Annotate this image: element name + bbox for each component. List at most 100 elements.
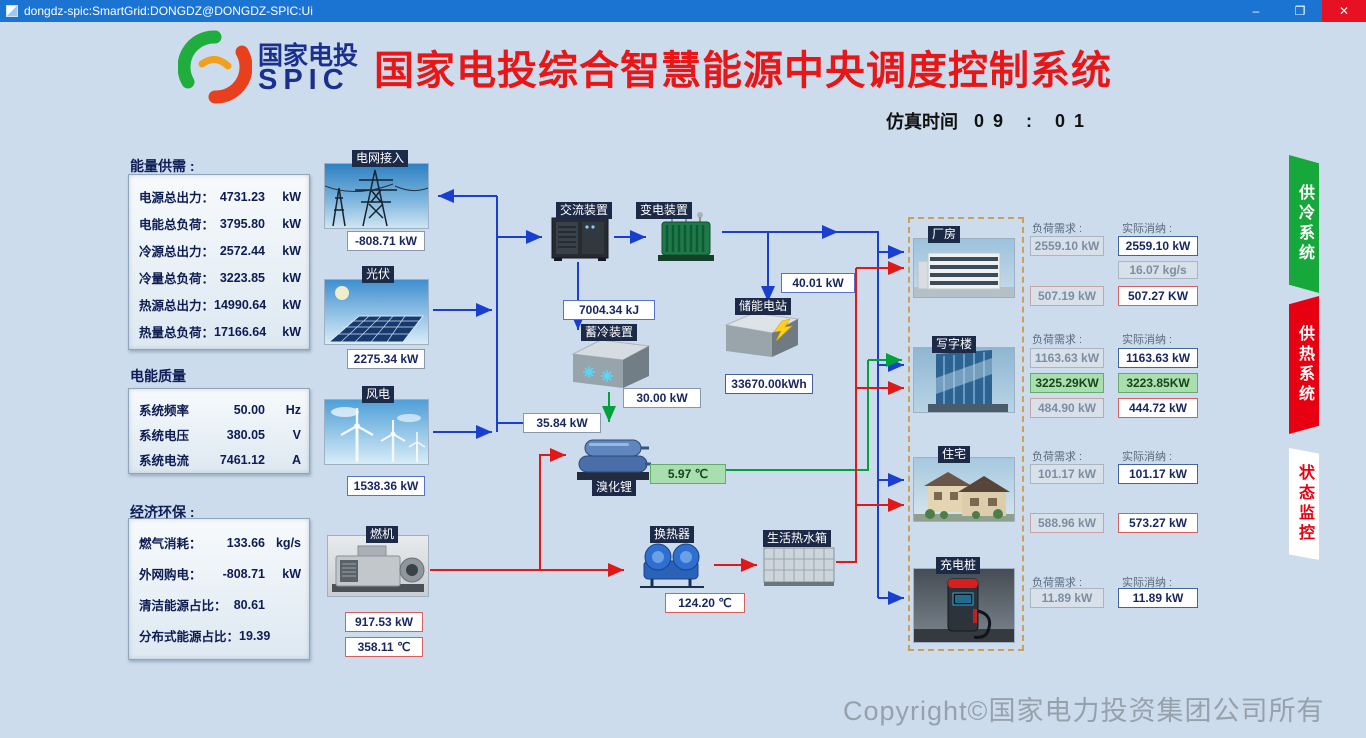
ess-image[interactable]: [720, 309, 804, 361]
chiller-temp-value: 5.97 ℃: [650, 464, 726, 484]
hx-label: 换热器: [650, 526, 695, 543]
minimize-button[interactable]: –: [1252, 4, 1260, 18]
metric-unit: kW: [282, 216, 301, 231]
cold-storage-energy-value: 7004.34 kJ: [563, 300, 655, 320]
grid-power-value: -808.71 kW: [347, 231, 425, 251]
logo-text-en: SPIC: [258, 64, 350, 96]
pv-power-value: 2275.34 kW: [347, 349, 425, 369]
tank-label: 生活热水箱: [763, 530, 832, 547]
wind-image[interactable]: [325, 400, 428, 464]
office-building-icon: [928, 350, 1008, 412]
loads-frame: [908, 217, 1024, 651]
factory-label: 厂房: [928, 226, 961, 243]
hx-temp-value: 124.20 ℃: [665, 593, 745, 613]
metric-label: 电能总负荷：: [139, 218, 215, 232]
metric-row: 分布式能源占比：19.39: [139, 620, 301, 651]
ess-label: 储能电站: [735, 298, 792, 315]
factory-demand-heat: 507.19 kW: [1030, 286, 1104, 306]
factory-actual-label: 实际消纳 :: [1122, 223, 1173, 235]
wind-turbine-icon: [331, 407, 426, 462]
metric-row: 清洁能源占比： 80.61: [139, 589, 301, 620]
residence-building-icon: [914, 472, 1014, 521]
window-title: dongdz-spic:SmartGrid:DONGDZ@DONGDZ-SPIC…: [24, 4, 313, 18]
libr-chiller-icon: [577, 439, 651, 480]
residence-image[interactable]: [914, 458, 1014, 521]
metric-unit: V: [292, 427, 301, 442]
factory-actual-heat: 507.27 KW: [1118, 286, 1198, 306]
tab-cooling-system[interactable]: 供冷系统: [1289, 155, 1319, 293]
page-title: 国家电投综合智慧能源中央调度控制系统: [374, 49, 1112, 93]
tank-image[interactable]: [762, 542, 836, 588]
window-controls: – ❐ ✕: [1234, 0, 1366, 22]
pv-image[interactable]: [325, 280, 428, 344]
app-icon: [6, 5, 18, 17]
ac-device-image[interactable]: [548, 216, 612, 262]
office-actual-label: 实际消纳 :: [1122, 334, 1173, 346]
metric-value: 2572.44: [219, 243, 265, 258]
metric-value: -808.71: [222, 566, 265, 581]
cold-storage-icon: [571, 339, 651, 388]
charger-actual-power: 11.89 kW: [1118, 588, 1198, 608]
charger-image[interactable]: [914, 569, 1014, 642]
close-button[interactable]: ✕: [1322, 0, 1366, 22]
wind-label: 风电: [362, 386, 395, 403]
metric-label: 燃气消耗：: [139, 537, 202, 551]
factory-image[interactable]: [914, 239, 1014, 297]
cold-storage-image[interactable]: [565, 336, 655, 392]
maximize-button[interactable]: ❐: [1294, 4, 1306, 18]
residence-demand-power: 101.17 kW: [1030, 464, 1104, 484]
gas-turbine-icon: [332, 545, 425, 592]
chiller-label: 溴化锂: [592, 479, 637, 496]
tab-heating-system[interactable]: 供热系统: [1289, 296, 1319, 434]
grid-label: 电网接入: [352, 150, 409, 167]
metric-unit: kW: [282, 270, 301, 285]
metric-value: 17166.64: [214, 324, 267, 339]
metric-label: 热量总负荷：: [139, 326, 215, 340]
metric-label: 系统频率: [139, 404, 190, 418]
heat-exchanger-icon: [640, 543, 704, 588]
grid-image[interactable]: [325, 164, 428, 228]
office-label: 写字楼: [932, 336, 977, 353]
turbine-image[interactable]: [328, 536, 428, 596]
hx-image[interactable]: [628, 537, 714, 591]
metric-value: 80.61: [233, 597, 265, 612]
ess-energy-value: 33670.00kWh: [725, 374, 813, 394]
simulation-time-value: 09 : 01: [974, 110, 1094, 131]
cold-storage-output-value: 30.00 kW: [623, 388, 701, 408]
transformer-output-value: 40.01 kW: [781, 273, 855, 293]
metric-label: 冷源总出力：: [139, 245, 215, 259]
chiller-input-value: 35.84 kW: [523, 413, 601, 433]
water-tank-icon: [763, 547, 835, 586]
ac-device-label: 交流装置: [556, 202, 613, 219]
residence-label: 住宅: [938, 446, 971, 463]
quality-section-title: 电能质量: [130, 368, 186, 384]
tab-status-monitor[interactable]: 状态监控: [1289, 448, 1319, 560]
spic-logo-icon: [177, 30, 253, 104]
cold-storage-label: 蓄冷装置: [581, 324, 638, 341]
factory-actual-power: 2559.10 kW: [1118, 236, 1198, 256]
office-image[interactable]: [914, 348, 1014, 412]
metric-label: 电源总出力：: [139, 191, 215, 205]
window-titlebar: dongdz-spic:SmartGrid:DONGDZ@DONGDZ-SPIC…: [0, 0, 1366, 22]
metric-row: 系统电流 7461.12 A: [139, 447, 301, 472]
battery-storage-icon: [724, 312, 800, 357]
metric-value: 133.66: [226, 535, 265, 550]
metric-unit: A: [291, 452, 301, 467]
metric-label: 系统电流: [139, 454, 190, 468]
charger-demand-power: 11.89 kW: [1030, 588, 1104, 608]
chiller-image[interactable]: [573, 428, 653, 484]
factory-building-icon: [914, 252, 1014, 297]
metric-value: 14990.64: [214, 297, 267, 312]
metric-label: 清洁能源占比：: [139, 599, 227, 613]
metric-value: 50.00: [233, 402, 265, 417]
office-actual-cooling: 3223.85KW: [1118, 373, 1198, 393]
metric-value: 7461.12: [219, 452, 265, 467]
solar-panel-icon: [327, 286, 425, 343]
